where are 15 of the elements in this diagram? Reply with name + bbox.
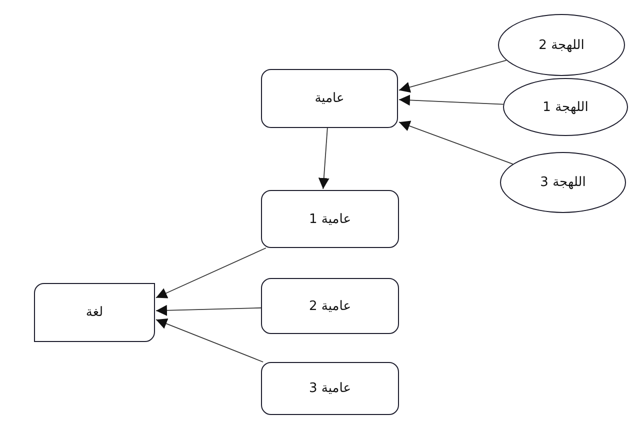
arrow bbox=[156, 318, 264, 362]
dialect-ellipse: اللهجة 1 bbox=[503, 78, 628, 136]
arrow bbox=[398, 120, 514, 164]
rounded-box: عامية bbox=[261, 69, 398, 128]
dialect-ellipse: اللهجة 2 bbox=[498, 14, 625, 76]
arrow bbox=[398, 60, 507, 93]
rounded-box: عامية 3 bbox=[261, 362, 399, 415]
arrow bbox=[318, 128, 330, 190]
language-box: لغة bbox=[34, 283, 155, 342]
dialect-ellipse: اللهجة 3 bbox=[500, 152, 626, 213]
rounded-box: عامية 2 bbox=[261, 278, 399, 334]
arrow bbox=[398, 94, 504, 106]
arrow bbox=[156, 304, 262, 316]
arrow bbox=[156, 248, 266, 298]
rounded-box: عامية 1 bbox=[261, 190, 399, 248]
